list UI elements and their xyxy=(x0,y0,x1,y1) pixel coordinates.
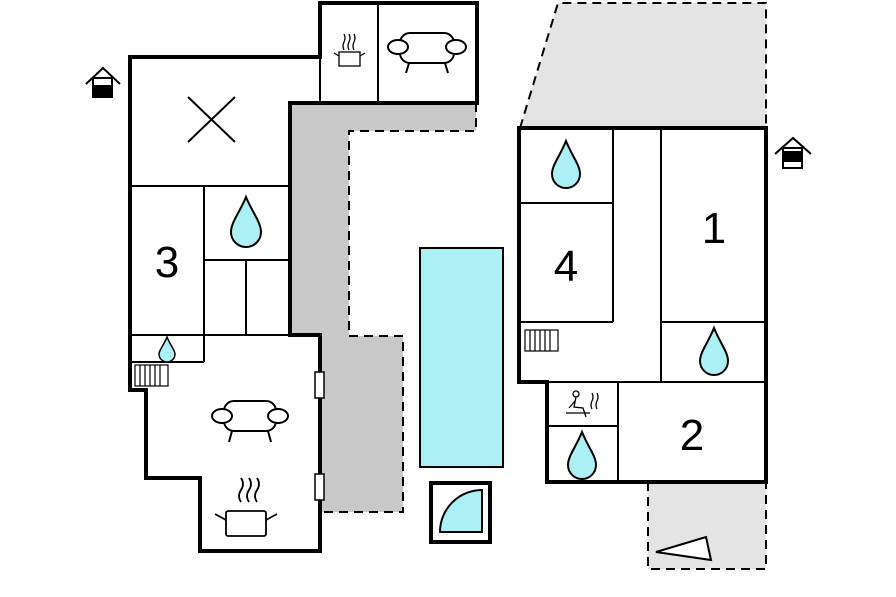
house-entrance-icon xyxy=(774,136,812,169)
room-number: 4 xyxy=(554,242,578,291)
terrace-top-right xyxy=(520,3,766,128)
cooking-pot-icon xyxy=(333,33,366,67)
water-drop-icon xyxy=(229,194,263,248)
cooking-pot-icon xyxy=(214,477,278,537)
cross-icon xyxy=(187,96,236,143)
water-drop-icon xyxy=(566,429,598,480)
walkway-dashed-border xyxy=(321,103,477,513)
room-number: 1 xyxy=(702,204,726,253)
terrace-top-right-border xyxy=(519,2,767,129)
right-building xyxy=(517,126,768,484)
water-drop-icon xyxy=(158,334,176,363)
house-entrance-icon xyxy=(85,66,121,98)
radiator-icon xyxy=(524,329,559,352)
sauna-icon xyxy=(566,390,599,418)
window xyxy=(314,473,325,501)
covered-walkway xyxy=(290,103,476,512)
triangle-icon xyxy=(655,535,713,562)
room-number: 3 xyxy=(155,238,179,287)
room-number: 2 xyxy=(680,411,704,460)
terrace-bottom-right-border xyxy=(647,482,767,570)
spa-icon xyxy=(429,481,492,544)
sofa-icon xyxy=(211,400,289,443)
window xyxy=(314,371,325,399)
radiator-icon xyxy=(134,364,169,387)
water-drop-icon xyxy=(550,138,582,189)
pool xyxy=(419,247,504,468)
water-drop-icon xyxy=(698,325,730,376)
sofa-icon xyxy=(387,32,467,74)
